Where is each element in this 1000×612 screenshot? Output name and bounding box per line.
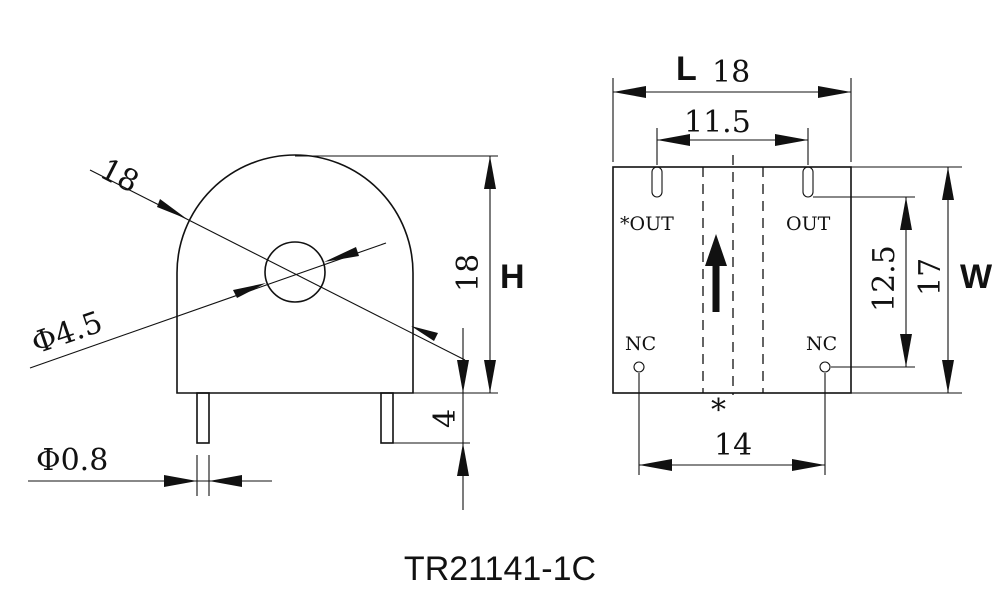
- side-view: 18 Φ4.5 18 H 4 Φ0.8: [27, 152, 525, 510]
- pin-label-out-left: *OUT: [620, 213, 674, 235]
- pin-label-out-right: OUT: [786, 213, 831, 235]
- pin-length-arrow-bottom: [457, 443, 469, 476]
- inner-height-arrow-top: [900, 197, 912, 230]
- hole-arrow-right: [324, 247, 359, 262]
- polarity-mark: *: [711, 393, 726, 428]
- height-arrow-top: [484, 156, 496, 189]
- hole-arrow-left: [233, 283, 266, 298]
- height-arrow-bottom: [484, 360, 496, 393]
- height-symbol: H: [500, 258, 525, 296]
- diameter-dimension-line: [89, 169, 466, 361]
- transformer-body-outline: [176, 154, 414, 394]
- top-view: *OUT OUT NC NC * L 18 11.5 14: [612, 50, 993, 475]
- inner-height-label: 12.5: [867, 245, 902, 312]
- pin-diameter-arrow-right: [209, 475, 242, 487]
- pin-length-label: 4: [428, 409, 463, 428]
- hole-dimension-line: [29, 242, 387, 369]
- pin-diameter-label: Φ0.8: [36, 443, 108, 478]
- width-arrow-top: [942, 167, 954, 200]
- pin-slot-out-right: [802, 166, 814, 198]
- pin-length-arrow-top: [457, 360, 469, 393]
- model-name: TR21141-1C: [404, 550, 596, 588]
- pin-label-nc-right: NC: [806, 333, 837, 355]
- pin-slot-out-left: [651, 166, 663, 198]
- pin-label-nc-left: NC: [625, 333, 656, 355]
- inner-height-arrow-bottom: [900, 334, 912, 367]
- pin-right: [380, 392, 394, 444]
- pin-spacing-bottom-arrow-left: [639, 459, 672, 471]
- pin-spacing-top-label: 11.5: [684, 105, 751, 140]
- width-value-label: 17: [913, 258, 948, 296]
- width-symbol: W: [960, 258, 993, 296]
- pin-left: [196, 392, 210, 444]
- pin-spacing-bottom-arrow-right: [792, 459, 825, 471]
- pin-spacing-top-arrow-left: [657, 134, 690, 146]
- hole-diameter-label: Φ4.5: [27, 305, 107, 362]
- length-symbol: L: [676, 50, 697, 88]
- current-direction-arrowhead: [705, 234, 727, 266]
- length-value-label: 18: [712, 55, 750, 90]
- pin-spacing-top-arrow-right: [775, 134, 808, 146]
- top-view-body: [612, 166, 852, 394]
- pin-diameter-arrow-left: [164, 475, 197, 487]
- pin-nc-left: [633, 361, 645, 373]
- length-arrow-right: [818, 86, 851, 98]
- diameter-arrow-right: [411, 326, 438, 341]
- height-value-label: 18: [451, 254, 486, 292]
- pin-nc-right: [819, 361, 831, 373]
- length-arrow-left: [613, 86, 646, 98]
- pin-spacing-bottom-label: 14: [714, 428, 752, 463]
- center-hole: [264, 241, 326, 303]
- width-arrow-bottom: [942, 360, 954, 393]
- diameter-arrow-left: [157, 199, 187, 219]
